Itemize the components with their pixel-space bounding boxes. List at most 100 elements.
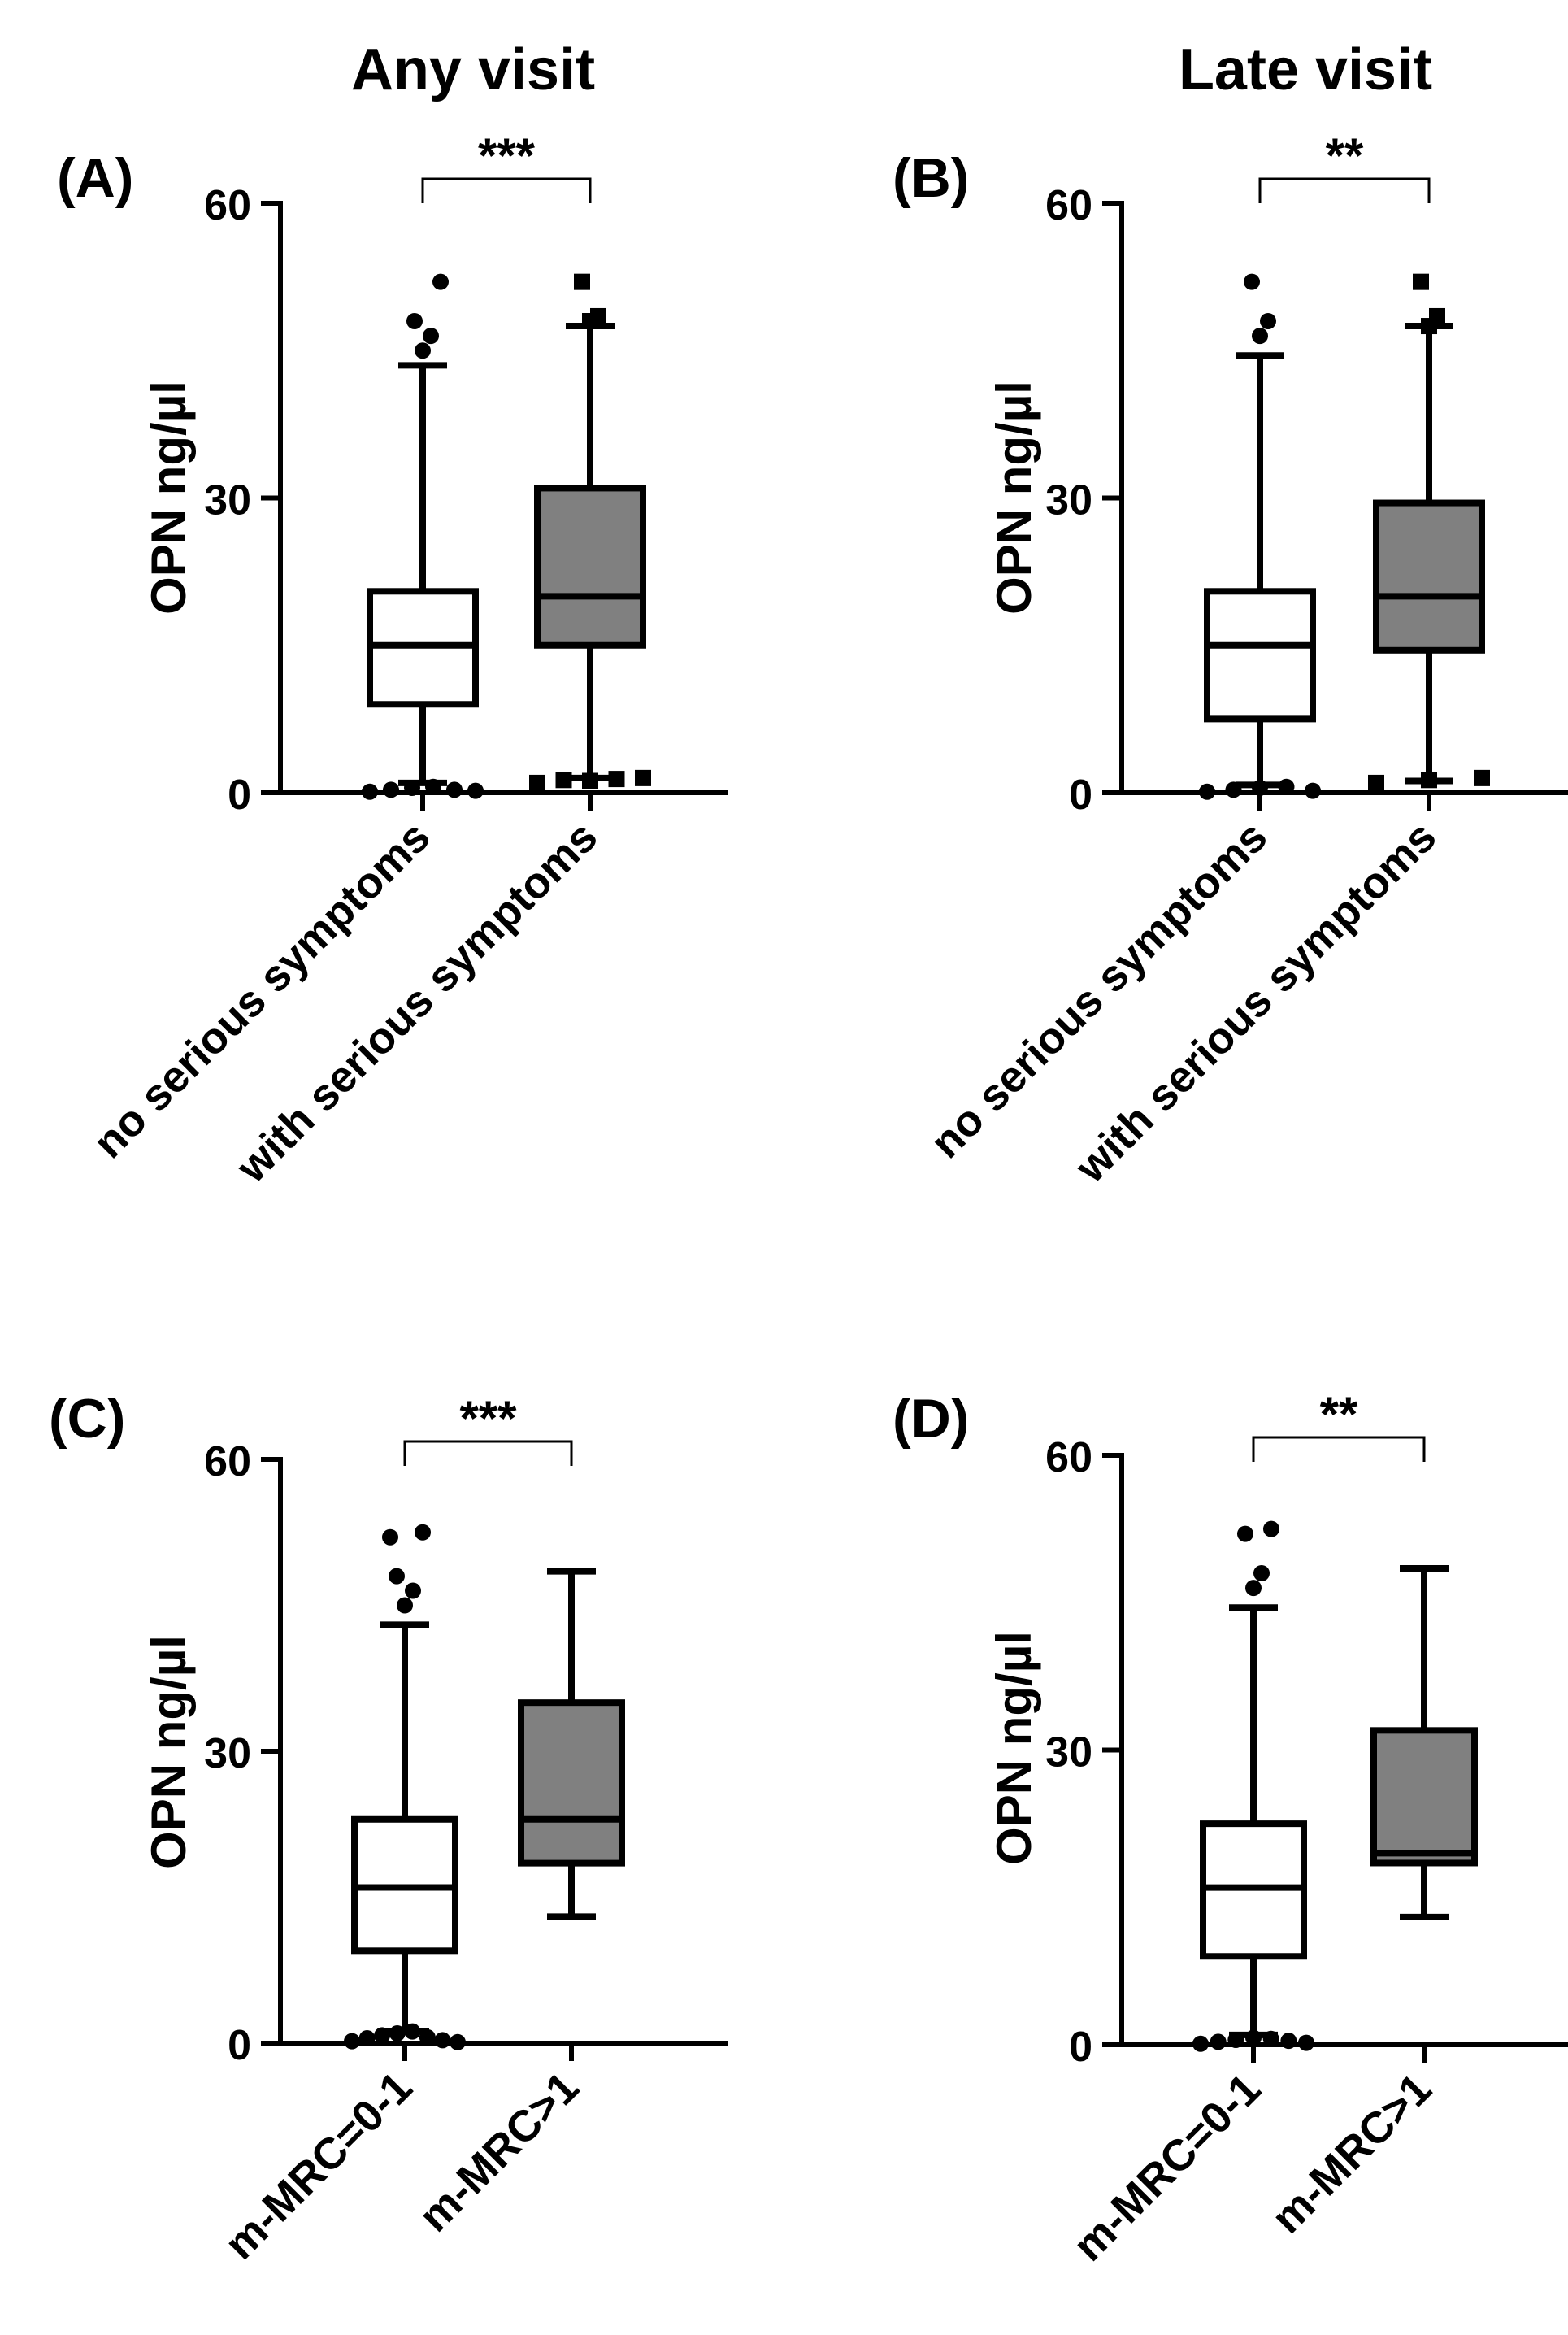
box-1 — [344, 1524, 466, 2050]
y-tick-label: 0 — [1069, 2024, 1092, 2071]
outlier-point — [415, 342, 431, 359]
y-tick-label: 30 — [204, 1730, 251, 1777]
y-tick-label: 60 — [1045, 182, 1092, 229]
significance-bracket — [403, 1440, 573, 1466]
outlier-point — [405, 1582, 421, 1599]
x-category-label: m-MRC>1 — [410, 2063, 589, 2242]
outlier-point — [344, 2033, 360, 2050]
y-tick-label: 60 — [1045, 1434, 1092, 1481]
y-tick-label: 30 — [204, 477, 251, 524]
x-category-label: no serious symptoms — [84, 812, 439, 1168]
outlier-point — [555, 772, 572, 789]
outlier-point — [1263, 1520, 1279, 1537]
outlier-point — [1227, 2031, 1244, 2048]
box-iqr — [534, 485, 646, 649]
column-title-late-visit: Late visit — [1179, 37, 1432, 102]
x-category-label: with serious symptoms — [1066, 812, 1446, 1193]
outlier-point — [450, 2033, 466, 2050]
outlier-point — [1474, 769, 1490, 786]
outlier-point — [1421, 772, 1437, 789]
y-tick-label: 0 — [228, 2022, 251, 2069]
outlier-point — [358, 2030, 376, 2047]
significance-label: ** — [1326, 128, 1364, 183]
box-1 — [1192, 1520, 1314, 2052]
box-2 — [529, 273, 651, 791]
y-axis-label: OPN ng/µl — [141, 380, 196, 615]
outlier-point — [635, 769, 651, 786]
outlier-point — [467, 782, 484, 799]
outlier-point — [1210, 2033, 1227, 2050]
x-category-label: no serious symptoms — [921, 812, 1276, 1168]
outlier-point — [1413, 273, 1429, 290]
significance-label: *** — [459, 1391, 517, 1446]
outlier-point — [1237, 1525, 1253, 1542]
outlier-point — [1280, 2033, 1297, 2050]
outlier-point — [1225, 781, 1242, 798]
outlier-point — [389, 1568, 405, 1585]
outlier-point — [374, 2027, 391, 2044]
x-category-label: m-MRC>1 — [1262, 2064, 1441, 2243]
outlier-point — [1252, 779, 1268, 796]
y-axis-label: OPN ng/µl — [987, 380, 1041, 615]
outlier-point — [423, 328, 439, 345]
outlier-point — [582, 772, 598, 789]
outlier-point — [406, 313, 423, 329]
y-tick-label: 0 — [1069, 772, 1092, 819]
outlier-point — [1262, 2030, 1279, 2047]
outlier-point — [415, 1524, 431, 1541]
column-title-any-visit: Any visit — [351, 37, 595, 102]
outlier-point — [1429, 307, 1445, 324]
y-axis-label: OPN ng/µl — [141, 1635, 196, 1869]
significance-label: *** — [478, 128, 536, 183]
panel-label: (B) — [893, 147, 969, 209]
outlier-point — [1192, 2035, 1209, 2052]
box-2 — [1370, 1564, 1478, 1920]
outlier-point — [1245, 1580, 1262, 1597]
outlier-point — [1244, 273, 1260, 290]
outlier-point — [608, 771, 625, 788]
box-1 — [1199, 273, 1321, 800]
outlier-point — [382, 1528, 398, 1546]
y-axis-label: OPN ng/µl — [987, 1631, 1041, 1865]
panel-label: (D) — [893, 1388, 969, 1450]
outlier-point — [529, 774, 545, 791]
panel-label: (A) — [57, 147, 133, 209]
outlier-point — [434, 2032, 451, 2049]
box-1 — [362, 273, 484, 800]
box-2 — [1368, 273, 1490, 791]
outlier-point — [404, 2023, 421, 2040]
outlier-point — [383, 781, 399, 798]
outlier-point — [389, 2025, 406, 2042]
outlier-point — [1245, 2029, 1262, 2046]
y-tick-label: 60 — [204, 182, 251, 229]
outlier-point — [574, 273, 590, 290]
significance-label: ** — [1320, 1387, 1358, 1441]
box-2 — [518, 1568, 625, 1920]
x-category-label: m-MRC=0-1 — [1064, 2064, 1270, 2271]
outlier-point — [1260, 313, 1276, 329]
box-iqr — [1204, 588, 1316, 723]
outlier-point — [1305, 782, 1321, 799]
significance-bracket — [1258, 177, 1431, 203]
outlier-point — [432, 273, 449, 290]
outlier-point — [1368, 774, 1384, 791]
significance-bracket — [421, 177, 592, 203]
panel-label: (C) — [49, 1388, 125, 1450]
outlier-point — [1252, 328, 1268, 345]
box-iqr — [1370, 1727, 1478, 1867]
outlier-point — [425, 778, 441, 795]
outlier-point — [1199, 783, 1215, 800]
outlier-point — [1253, 1565, 1270, 1581]
outlier-point — [1298, 2034, 1314, 2051]
outlier-point — [590, 307, 606, 324]
outlier-point — [397, 1597, 413, 1614]
y-tick-label: 30 — [1045, 477, 1092, 524]
outlier-point — [1278, 778, 1295, 795]
outlier-point — [446, 781, 463, 798]
